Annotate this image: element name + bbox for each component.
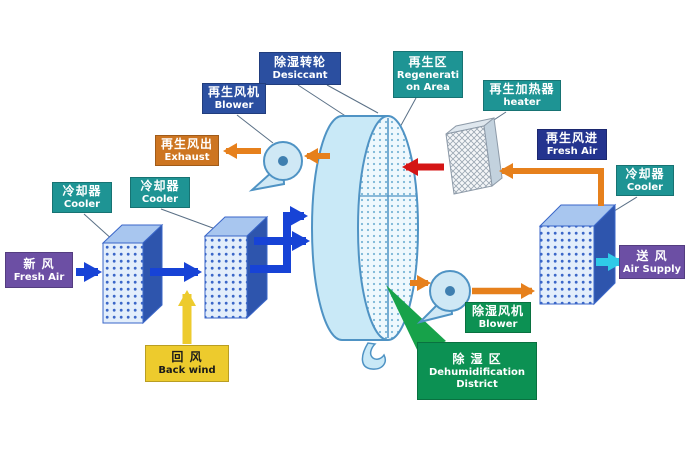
connector-line — [83, 213, 115, 242]
label-en: Fresh Air — [13, 271, 65, 283]
heater-block — [445, 117, 503, 195]
label-en: Back wind — [158, 365, 216, 376]
label-en: Cooler — [63, 199, 101, 210]
label-en2: District — [456, 378, 498, 390]
label-cooler-left: 冷却器 Cooler — [52, 182, 112, 213]
label-air-supply: 送 风 Air Supply — [619, 245, 685, 279]
connector-line — [297, 84, 348, 118]
label-en: Desiccant — [272, 70, 328, 81]
connector-line — [326, 84, 379, 114]
label-en: Blower — [478, 319, 518, 330]
label-en: Air Supply — [622, 263, 682, 275]
label-zh: 再生区 — [408, 55, 448, 69]
label-zh: 冷却器 — [625, 167, 665, 181]
label-zh: 再生风出 — [160, 137, 213, 151]
label-en: Fresh Air — [546, 146, 598, 157]
connector-line — [236, 114, 274, 144]
cooler-block-left — [101, 223, 164, 325]
label-en: Blower — [214, 100, 254, 111]
connector-line — [160, 208, 222, 232]
label-en: heater — [503, 97, 541, 108]
label-regeneration-area: 再生区 Regenerati on Area — [393, 51, 463, 98]
label-zh: 新 风 — [23, 256, 55, 271]
label-desiccant-wheel: 除湿转轮 Desiccant — [259, 52, 341, 85]
cooler-front-face — [204, 235, 248, 319]
regen-inlet-arrow — [499, 163, 604, 206]
cooler-front-face — [539, 225, 595, 305]
label-en2: on Area — [406, 82, 450, 93]
label-zh: 冷却器 — [62, 184, 102, 198]
label-zh: 再生风机 — [207, 85, 260, 99]
scroll-shape — [361, 342, 386, 370]
dehumid-blower-fan — [416, 270, 471, 324]
label-fresh-air: 新 风 Fresh Air — [5, 252, 73, 288]
label-dehumid-district: 除 湿 区 Dehumidification District — [417, 342, 537, 400]
label-regen-heater: 再生加热器 heater — [483, 80, 561, 111]
heater-front-face — [445, 125, 493, 195]
label-zh: 再生风进 — [545, 131, 598, 145]
label-en: Regenerati — [396, 70, 460, 81]
label-zh: 回 风 — [171, 350, 203, 364]
label-zh: 除湿转轮 — [273, 55, 326, 69]
label-cooler-right: 冷却器 Cooler — [616, 165, 674, 196]
dehumid-district-pointer — [386, 285, 446, 356]
regen-blower-fan — [248, 141, 303, 192]
label-en: Cooler — [626, 182, 664, 193]
fan-hub — [445, 286, 455, 296]
label-en: Dehumidification — [428, 366, 526, 378]
label-regen-blower: 再生风机 Blower — [202, 83, 266, 114]
label-en: Cooler — [141, 194, 179, 205]
label-exhaust: 再生风出 Exhaust — [155, 135, 219, 166]
cooler-front-face — [102, 242, 144, 324]
label-dehumid-blower: 除湿风机 Blower — [465, 302, 531, 333]
label-regen-fresh-air: 再生风进 Fresh Air — [537, 129, 607, 160]
label-cooler-mid: 冷却器 Cooler — [130, 177, 190, 208]
label-zh: 除 湿 区 — [452, 351, 502, 366]
label-zh: 再生加热器 — [489, 82, 555, 96]
label-zh: 除湿风机 — [471, 304, 524, 318]
label-zh: 送 风 — [636, 248, 668, 263]
label-zh: 冷却器 — [140, 179, 180, 193]
label-back-wind: 回 风 Back wind — [145, 345, 229, 382]
fan-hub — [278, 156, 288, 166]
connector-line — [398, 97, 417, 130]
label-en: Exhaust — [164, 152, 210, 163]
cooler-block-right — [538, 203, 617, 306]
